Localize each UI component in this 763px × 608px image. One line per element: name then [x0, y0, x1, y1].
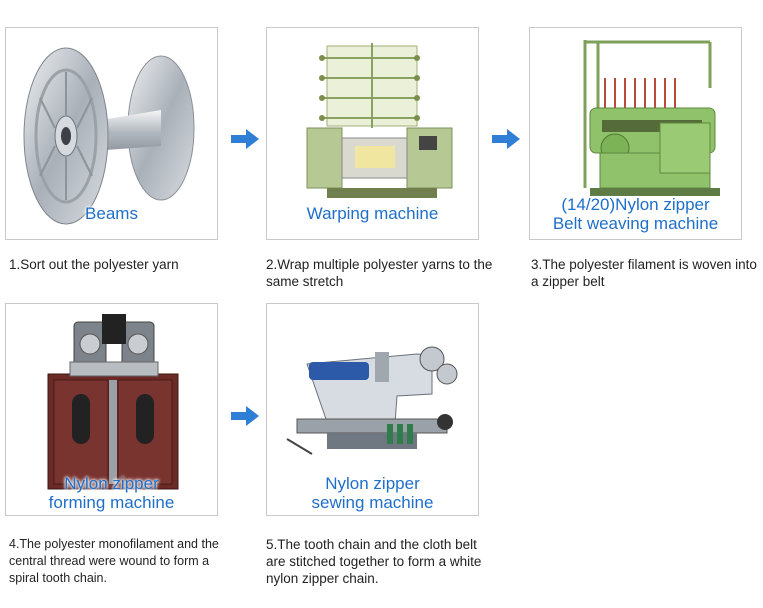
step-5-label-line-2: sewing machine	[311, 493, 434, 512]
step-2-card: Warping machine	[266, 27, 479, 240]
step-1-description: 1.Sort out the polyester yarn	[9, 257, 179, 272]
step-1-card: Beams	[5, 27, 218, 240]
step-2-label: Warping machine	[306, 204, 439, 223]
step-3-label-line-1: (14/20)Nylon zipper	[561, 195, 710, 214]
step-3-description: 3.The polyester filament is woven into a…	[531, 257, 757, 289]
step-2-description: 2.Wrap multiple polyester yarns to the s…	[266, 257, 493, 289]
step-3-label-line-2: Belt weaving machine	[552, 214, 719, 233]
step-5-card: Nylon zipper sewing machine	[266, 303, 479, 516]
step-4-card: Nylon zipper forming machine	[5, 303, 218, 516]
step-4-description: 4.The polyester monofilament and the cen…	[9, 537, 219, 585]
step-4-label-line-2: forming machine	[48, 493, 175, 512]
sewing-machine-image	[286, 346, 458, 455]
arrow-right-icon	[231, 129, 259, 149]
step-5-description: 5.The tooth chain and the cloth belt are…	[266, 537, 482, 586]
beam-spool-image	[23, 47, 195, 225]
arrow-right-icon	[231, 406, 259, 426]
warping-machine-image	[306, 43, 453, 198]
step-4-label-line-1: Nylon zipper	[64, 474, 159, 493]
step-1-label: Beams	[85, 204, 138, 223]
forming-machine-image	[47, 314, 179, 490]
arrow-right-icon	[492, 129, 520, 149]
step-5-label-line-1: Nylon zipper	[325, 474, 420, 493]
step-3-card: (14/20)Nylon zipper Belt weaving machine	[529, 27, 742, 240]
belt-weaving-machine-image	[583, 40, 720, 196]
